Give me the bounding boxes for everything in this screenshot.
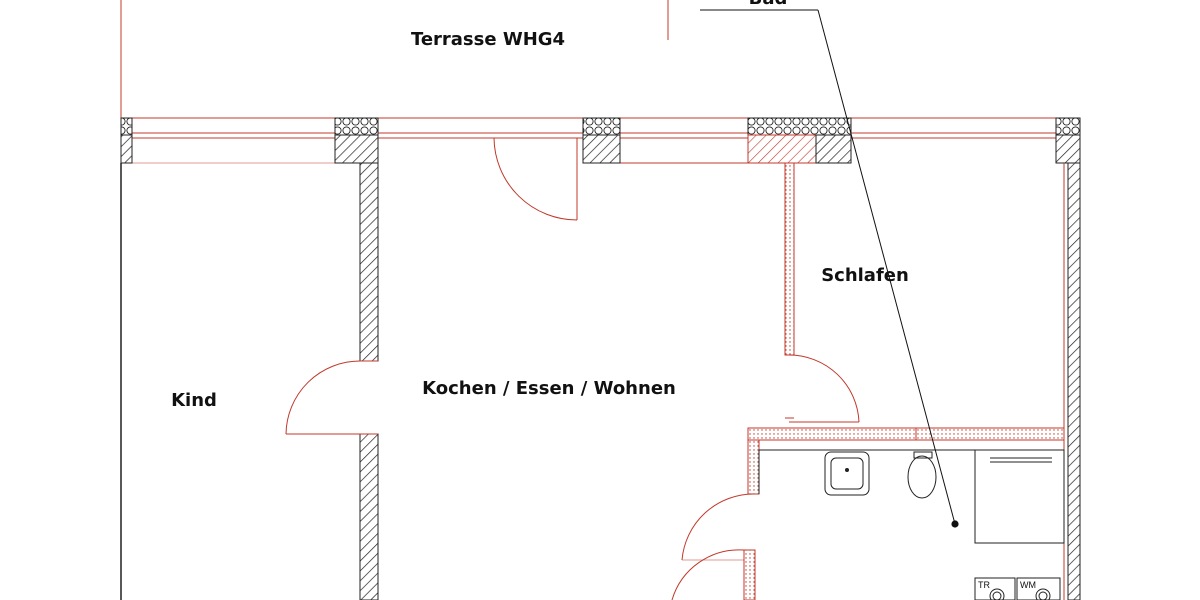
- shower-tray: [974, 449, 1065, 544]
- wall-child-living: [359, 162, 379, 600]
- door-bathroom: [681, 493, 755, 561]
- partition-living-bedroom: [784, 162, 795, 356]
- label-bath: Bad: [749, 0, 788, 9]
- label-child: Kind: [171, 390, 217, 411]
- label-terrace: Terrasse WHG4: [411, 29, 565, 50]
- door-terrace: [493, 137, 578, 221]
- facade-insulation: [120, 117, 1081, 136]
- door-child-room: [285, 360, 361, 435]
- dryer-appliance: [974, 577, 1016, 600]
- label-washer: WM: [1020, 580, 1036, 590]
- door-bedroom: [785, 354, 860, 423]
- sink-icon: [824, 451, 870, 496]
- right-outer-wall: [1063, 162, 1081, 600]
- bath-leader-line: [817, 9, 959, 528]
- bathroom-walls: [743, 427, 1065, 600]
- washer-appliance: [1016, 577, 1061, 600]
- facade-window-band: [132, 132, 1056, 164]
- label-bedroom: Schlafen: [821, 265, 909, 286]
- terrace-outline: [120, 0, 1080, 119]
- toilet-icon: [907, 451, 937, 499]
- door-storage: [671, 549, 745, 600]
- label-living: Kochen / Essen / Wohnen: [422, 378, 676, 399]
- facade-piers: [120, 134, 1081, 164]
- label-dryer: TR: [978, 580, 990, 590]
